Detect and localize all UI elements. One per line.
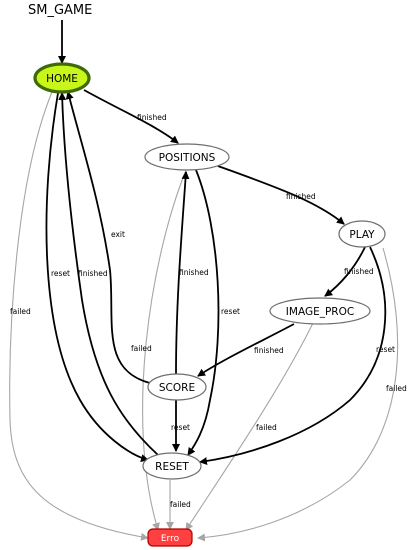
- edge-label-positions-erro: failed: [131, 344, 152, 353]
- edge-label-home-erro: failed: [10, 307, 31, 316]
- state-label-home: HOME: [46, 73, 78, 85]
- edge-reset-home: [58, 92, 159, 456]
- state-label-score: SCORE: [159, 382, 195, 394]
- state-node-image-proc[interactable]: IMAGE_PROC: [269, 297, 371, 325]
- edge-home-erro: [9, 91, 149, 541]
- edge-label-home-reset: reset: [51, 269, 70, 278]
- edge-score-positions: [175, 171, 190, 375]
- state-node-positions[interactable]: POSITIONS: [144, 143, 230, 171]
- edge-label-play-erro: failed: [386, 384, 407, 393]
- edge-image-proc-erro: [185, 322, 314, 531]
- edge-positions-erro: [142, 169, 187, 531]
- state-label-positions: POSITIONS: [159, 152, 216, 164]
- state-node-home[interactable]: HOME: [33, 62, 91, 94]
- edge-label-score-home: exit: [111, 230, 125, 239]
- edge-label-reset-erro: failed: [170, 500, 191, 509]
- state-node-score[interactable]: SCORE: [147, 373, 207, 401]
- state-node-play[interactable]: PLAY: [338, 220, 386, 248]
- edge-label-score-reset: reset: [171, 423, 190, 432]
- edge-positions-reset: [187, 169, 220, 456]
- edge-label-play-reset: reset: [376, 345, 395, 354]
- edge-play-erro: [197, 247, 399, 542]
- edge-play-reset: [199, 246, 387, 465]
- edge-play-image-proc: [324, 246, 366, 297]
- edge-label-positions-reset: reset: [221, 307, 240, 316]
- state-label-play: PLAY: [349, 229, 375, 241]
- state-label-reset: RESET: [155, 461, 189, 473]
- state-label-erro: Erro: [161, 534, 180, 544]
- state-node-erro[interactable]: Erro: [147, 528, 193, 547]
- diagram-title: SM_GAME: [28, 3, 92, 18]
- edge-label-score-positions: finished: [179, 268, 209, 277]
- edge-label-positions-play: finished: [286, 192, 316, 201]
- state-node-reset[interactable]: RESET: [142, 452, 202, 480]
- state-label-image-proc: IMAGE_PROC: [286, 306, 354, 318]
- edge-image-proc-score: [197, 323, 295, 377]
- edge-label-home-positions: finished: [137, 113, 167, 122]
- edge-home-positions: [83, 89, 179, 144]
- edge-label-reset-home: finished: [78, 269, 108, 278]
- edge-label-image-proc-score: finished: [254, 346, 284, 355]
- edge-positions-play: [217, 165, 345, 225]
- edge-label-play-image-proc: finished: [344, 267, 374, 276]
- edge-score-home: [65, 91, 151, 384]
- edge-home-reset: [45, 92, 149, 462]
- edge-label-image-proc-erro: failed: [256, 423, 277, 432]
